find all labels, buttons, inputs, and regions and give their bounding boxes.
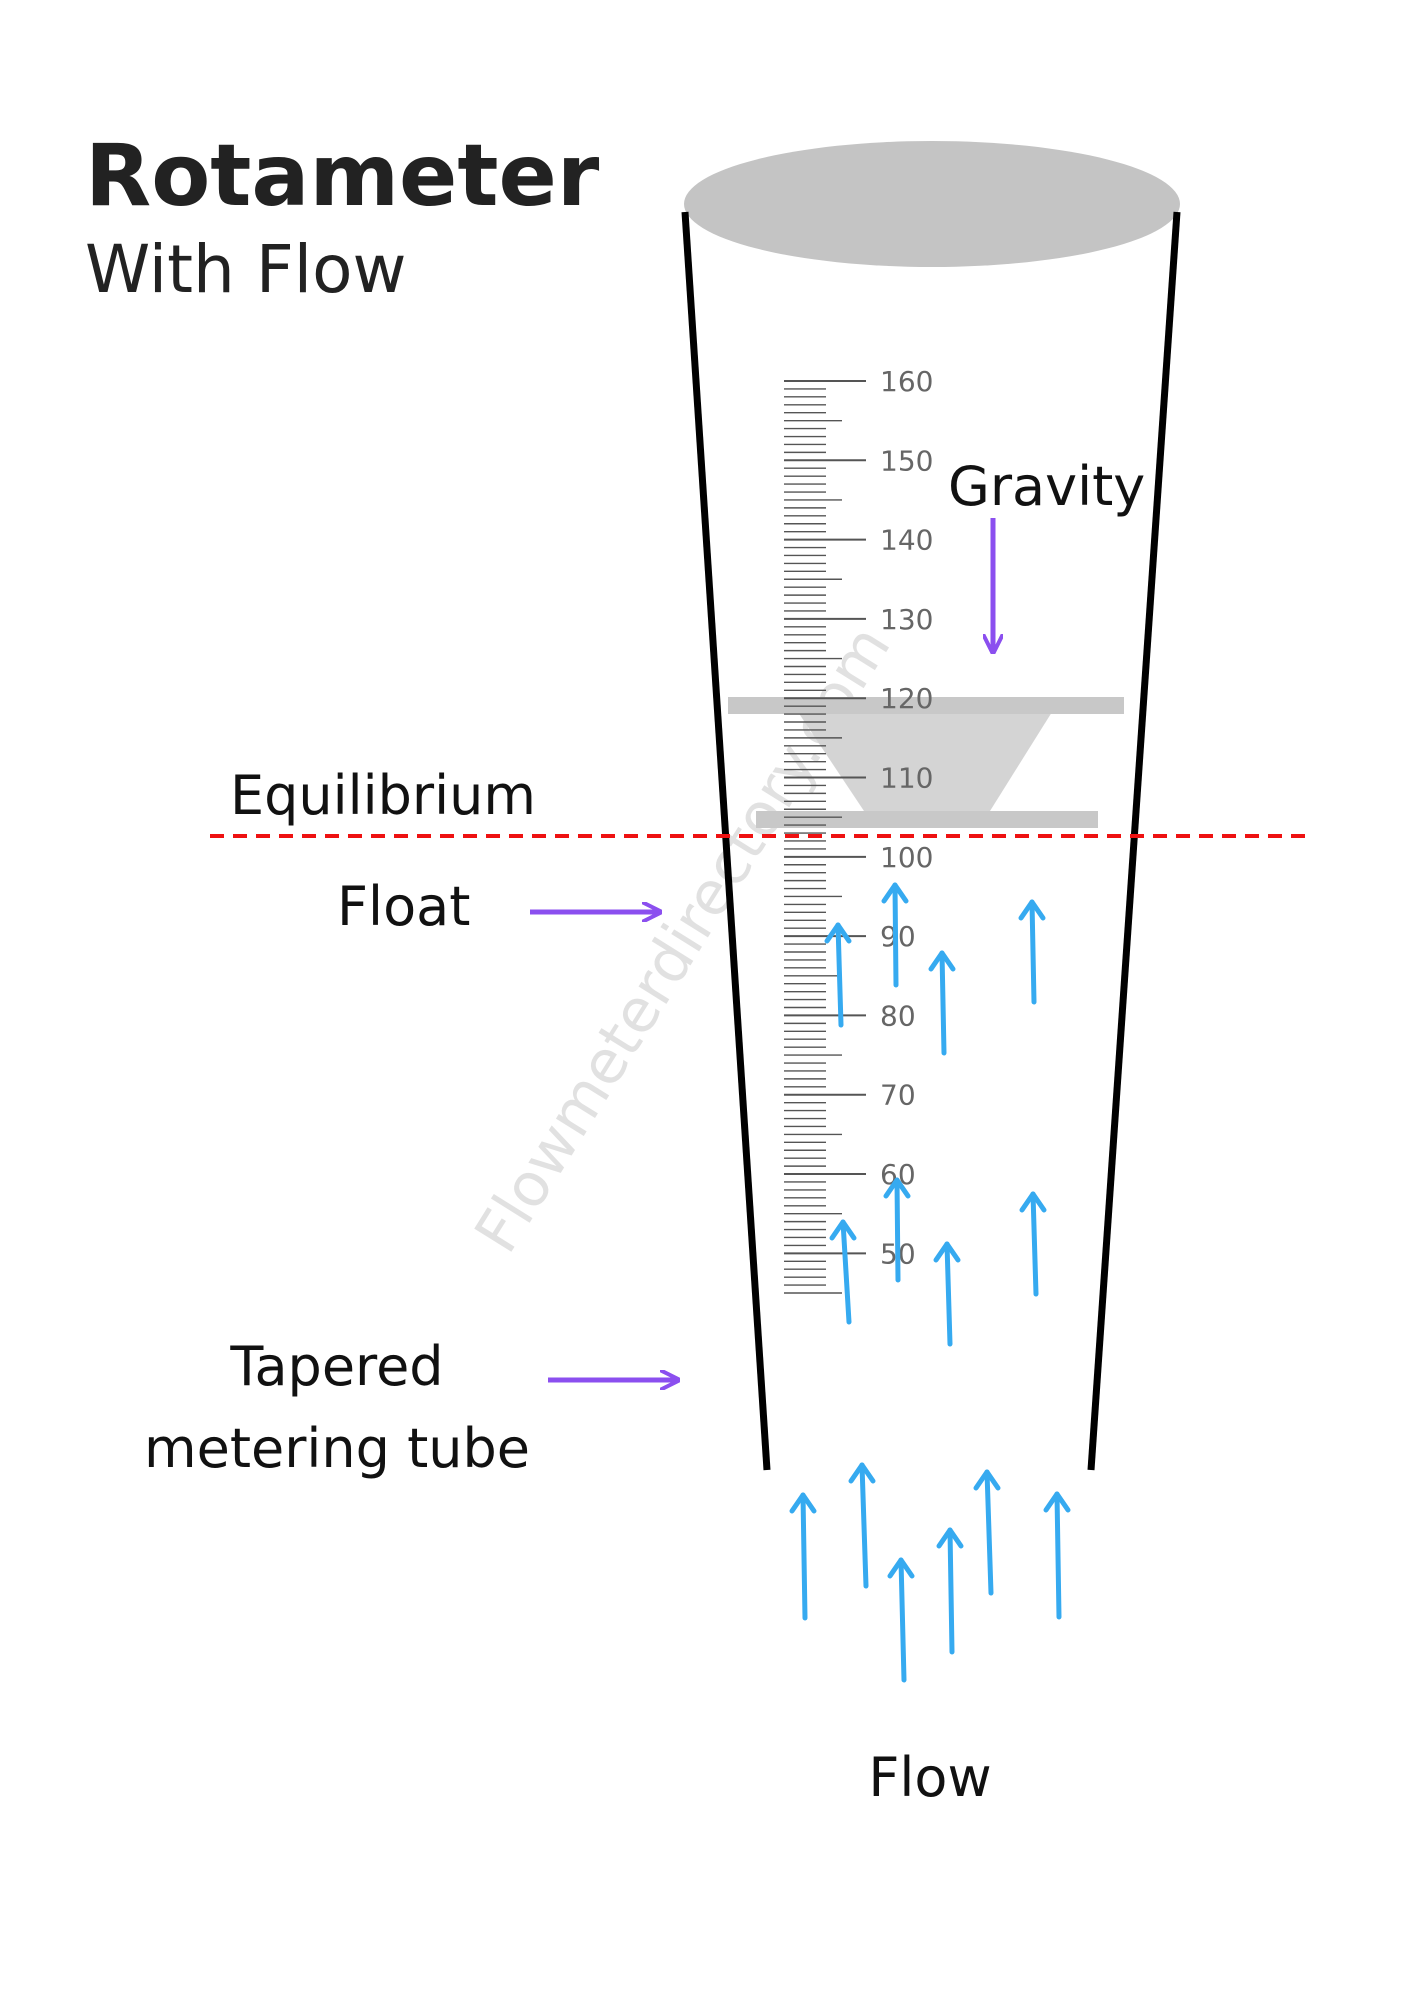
float-top-plate	[728, 697, 1124, 714]
scale-tick-label: 80	[880, 999, 916, 1032]
tube-left-wall	[681, 211, 771, 1471]
float-body	[798, 712, 1052, 811]
up-arrow-icon	[1043, 1491, 1071, 1620]
scale-tick-label: 160	[880, 365, 933, 398]
float-label: Float	[337, 875, 470, 938]
tube-top-opening	[684, 141, 1180, 267]
gravity-label: Gravity	[948, 455, 1145, 518]
up-arrow-icon	[933, 1241, 961, 1347]
up-arrow-icon	[887, 1557, 915, 1683]
tube-right-wall	[1087, 211, 1181, 1471]
tube-label-line2: metering tube	[144, 1417, 530, 1480]
up-arrow-icon	[883, 1177, 911, 1283]
up-arrow-icon	[789, 1492, 817, 1621]
up-arrow-icon	[973, 1469, 1001, 1596]
scale-tick-label: 140	[880, 524, 933, 557]
up-arrow-icon	[824, 922, 852, 1028]
equilibrium-label: Equilibrium	[230, 764, 536, 827]
scale-tick-label: 100	[880, 841, 933, 874]
scale-tick-label: 150	[880, 444, 933, 477]
scale-tick-label: 130	[880, 603, 933, 636]
scale-tick-label: 120	[880, 682, 933, 715]
tube-label-line1: Tapered	[229, 1335, 443, 1398]
flow-arrows	[789, 882, 1071, 1683]
scale-tick-label: 110	[880, 762, 933, 795]
measurement-scale: 1601501401301201101009080706050	[784, 365, 933, 1294]
float-bottom-plate	[756, 811, 1098, 828]
page-subtitle: With Flow	[85, 231, 407, 308]
up-arrow-icon	[829, 1219, 857, 1325]
up-arrow-icon	[848, 1462, 876, 1589]
page-title: Rotameter	[85, 126, 600, 226]
up-arrow-icon	[928, 950, 956, 1056]
flow-label: Flow	[868, 1746, 991, 1809]
float	[728, 697, 1124, 828]
up-arrow-icon	[936, 1527, 964, 1655]
tapered-metering-tube	[681, 141, 1181, 1471]
up-arrow-icon	[881, 882, 909, 988]
scale-tick-label: 70	[880, 1079, 916, 1112]
up-arrow-icon	[1019, 1191, 1047, 1297]
up-arrow-icon	[1018, 899, 1046, 1005]
